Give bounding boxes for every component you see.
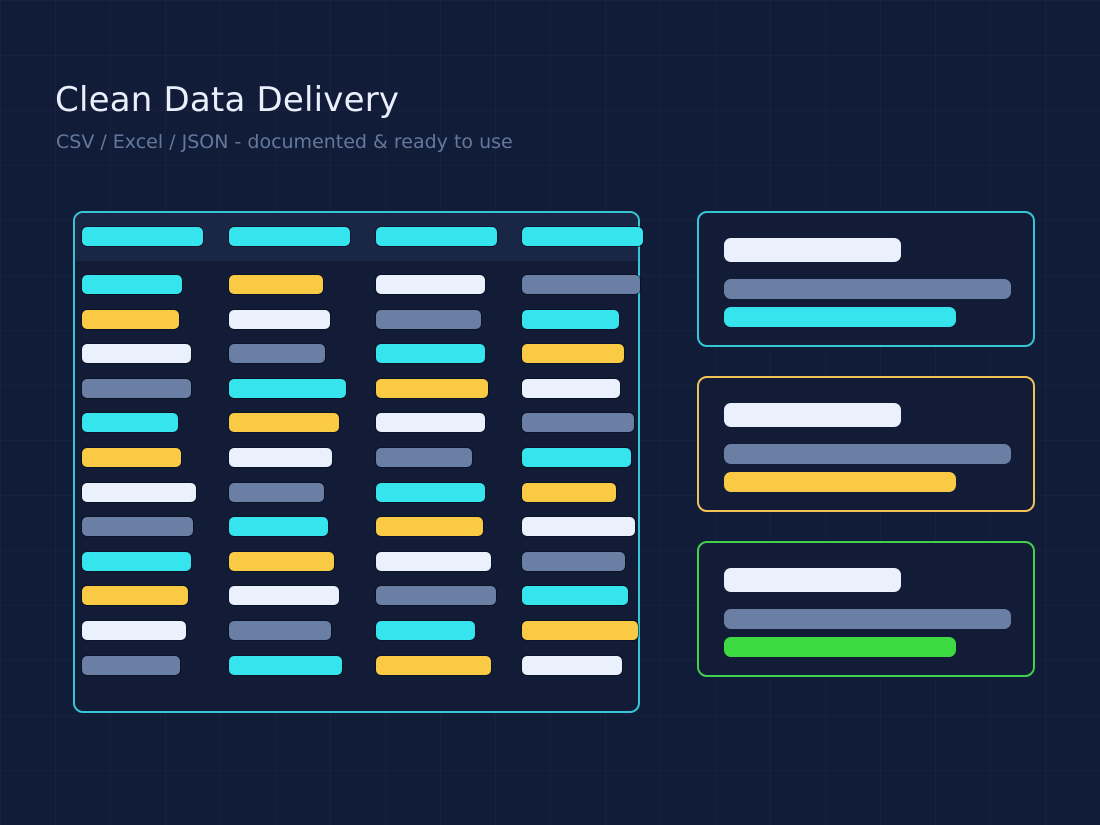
table-cell — [229, 482, 324, 502]
table-cell — [229, 413, 339, 433]
table-cell — [376, 448, 472, 467]
table-cell — [522, 482, 616, 502]
table-cell — [82, 551, 191, 571]
table-cell — [376, 621, 475, 640]
table-header-cell — [229, 227, 350, 246]
table-cell — [522, 275, 640, 294]
table-header-cell — [82, 227, 203, 246]
table-cell — [229, 586, 339, 606]
card-title-bar — [724, 403, 901, 427]
table-cell — [229, 655, 342, 675]
table-cell — [82, 309, 179, 329]
card-accent-bar — [724, 637, 956, 657]
table-cell — [522, 378, 620, 398]
table-cell — [82, 482, 196, 502]
card-title-bar — [724, 568, 901, 592]
summary-card — [697, 541, 1035, 677]
summary-card — [697, 376, 1035, 512]
table-cell — [522, 413, 634, 433]
card-description-bar — [724, 444, 1011, 464]
table-cell — [522, 621, 638, 640]
table-header-cell — [522, 227, 643, 246]
table-cell — [376, 378, 488, 398]
table-cell — [82, 378, 191, 398]
card-description-bar — [724, 609, 1011, 629]
table-cell — [82, 413, 178, 433]
summary-card — [697, 211, 1035, 347]
card-accent-bar — [724, 307, 956, 327]
table-cell — [522, 655, 622, 675]
table-cell — [522, 344, 624, 364]
table-cell — [376, 413, 485, 433]
page-subtitle: CSV / Excel / JSON - documented & ready … — [56, 131, 513, 153]
table-cell — [522, 586, 628, 606]
table-cell — [229, 344, 325, 364]
table-cell — [82, 448, 181, 467]
table-cell — [229, 517, 328, 537]
page-title: Clean Data Delivery — [55, 80, 400, 120]
table-cell — [82, 586, 188, 606]
table-cell — [229, 448, 332, 467]
table-cell — [376, 586, 496, 606]
table-cell — [82, 275, 182, 294]
table-cell — [229, 551, 334, 571]
card-accent-bar — [724, 472, 956, 492]
table-cell — [82, 517, 193, 537]
table-cell — [376, 551, 491, 571]
table-cell — [376, 517, 483, 537]
table-cell — [82, 655, 180, 675]
table-cell — [229, 378, 346, 398]
table-cell — [522, 517, 635, 537]
table-cell — [376, 655, 491, 675]
table-cell — [82, 344, 191, 364]
table-cell — [229, 275, 323, 294]
table-cell — [376, 482, 485, 502]
data-table-panel — [73, 211, 643, 713]
table-cell — [376, 275, 485, 294]
table-cell — [82, 621, 186, 640]
card-description-bar — [724, 279, 1011, 299]
table-cell — [522, 551, 625, 571]
card-title-bar — [724, 238, 901, 262]
table-cell — [229, 309, 330, 329]
table-cell — [522, 309, 619, 329]
table-cell — [376, 309, 481, 329]
table-cell — [376, 344, 485, 364]
table-cell — [229, 621, 331, 640]
table-cell — [522, 448, 631, 467]
table-header-cell — [376, 227, 497, 246]
